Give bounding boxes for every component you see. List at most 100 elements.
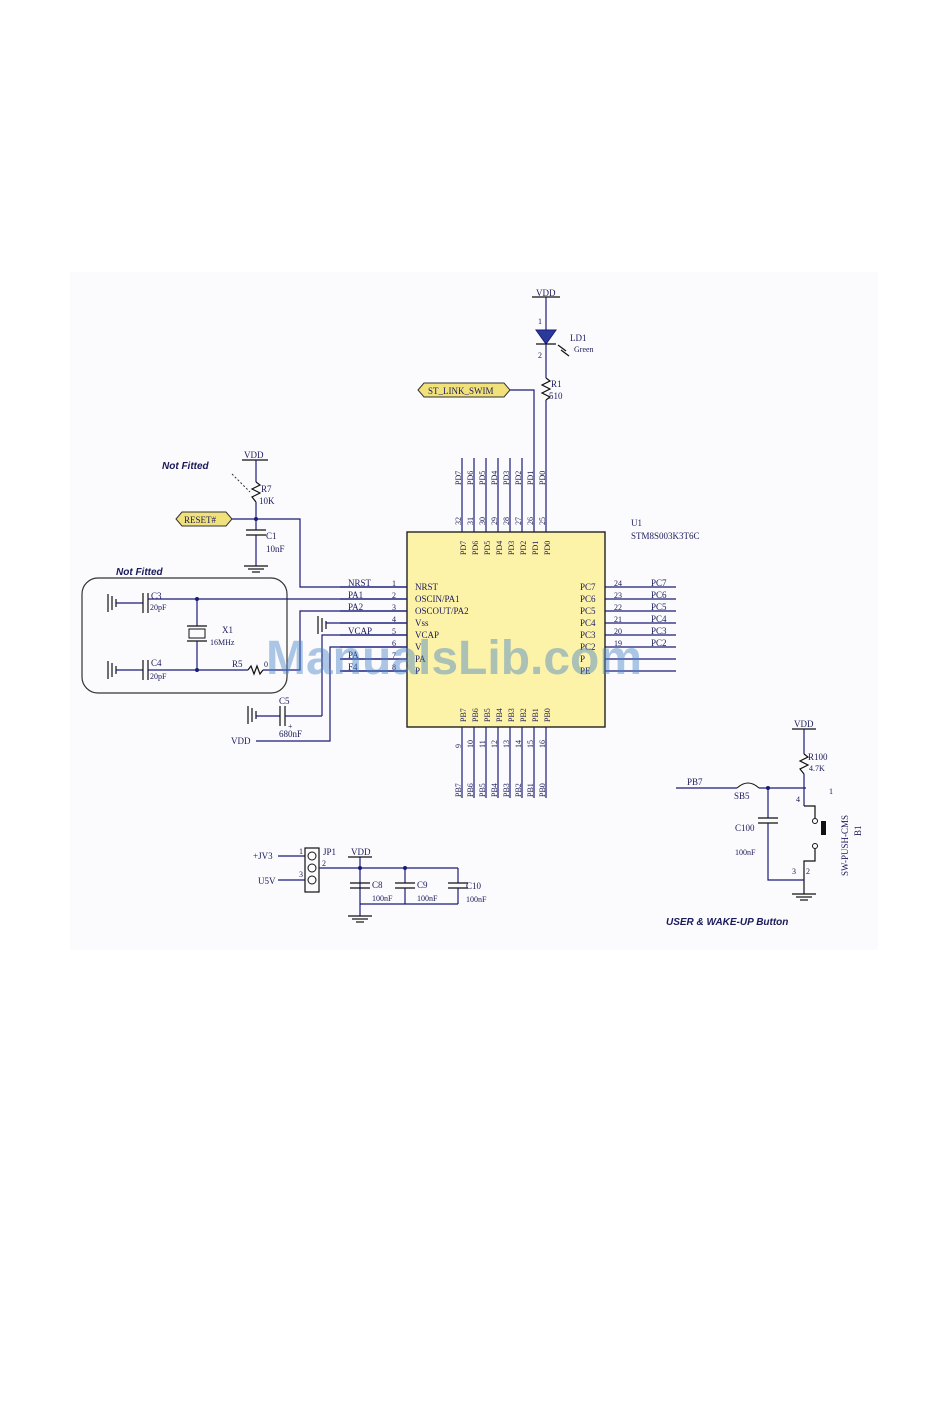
c9-value: 100nF — [417, 894, 438, 903]
right-pin-label: PC2 — [580, 642, 596, 652]
top-pin-label: PD4 — [495, 541, 504, 555]
bottom-pin-net: PB6 — [466, 783, 475, 797]
r7-resistor-icon — [250, 481, 262, 503]
c1-value: 10nF — [266, 544, 285, 554]
c5-value: 680nF — [279, 729, 302, 739]
c4-ref: C4 — [151, 658, 162, 668]
ld1-value: Green — [574, 345, 594, 354]
b1-lead-bot — [803, 849, 816, 894]
right-pin-label: PC3 — [580, 630, 596, 640]
jp1-vdd-label: VDD — [351, 847, 371, 857]
top-pin-label: PD3 — [507, 541, 516, 555]
right-pin-label: PC6 — [580, 594, 596, 604]
right-pin-net: PC7 — [651, 578, 667, 588]
vdd-mcu-wire — [256, 646, 407, 742]
bottom-pin-label: PB6 — [471, 708, 480, 722]
right-pin-number: 20 — [614, 627, 622, 636]
left-pin-number: 6 — [392, 639, 396, 648]
jp1-pin2: 2 — [322, 859, 326, 868]
top-pin-net: PD1 — [526, 471, 535, 485]
top-pin-number: 31 — [466, 517, 475, 525]
left-pin-net: PA — [348, 650, 359, 660]
top-pin-label: PD1 — [531, 541, 540, 555]
b1-pin1: 1 — [829, 787, 833, 796]
led-swim-section: VDD 1 2 LD1 Green R1 510 ST_LINK_SWIM — [417, 288, 594, 458]
c5-ref: C5 — [279, 696, 290, 706]
bottom-pin-number: 11 — [478, 740, 487, 748]
bottom-pin-label: PB0 — [543, 708, 552, 722]
top-pin-group: PD732PD7PD631PD6PD530PD5PD429PD4PD328PD3… — [454, 458, 552, 555]
jp1-pin1: 1 — [299, 847, 303, 856]
user-button-section: PB7 SB5 VDD R100 4.7K 4 2 3 1 SW-PUSH-CM… — [666, 719, 863, 928]
ld1-pin2: 2 — [538, 351, 542, 360]
sb5-label: SB5 — [734, 791, 750, 801]
bottom-pin-net: PB1 — [526, 783, 535, 797]
r5-resistor-icon — [247, 664, 264, 676]
top-pin-net: PD3 — [502, 471, 511, 485]
reset-label: RESET# — [184, 515, 217, 525]
pb7-label: PB7 — [687, 777, 703, 787]
watermark: ManualsLib.com — [266, 632, 642, 685]
top-pin-label: PD7 — [459, 541, 468, 555]
c4-value: 20pF — [150, 672, 167, 681]
bottom-pin-number: 9 — [454, 744, 463, 748]
not-fitted-leader — [231, 473, 251, 493]
jp1-pad-2 — [307, 863, 317, 873]
left-pin-label: Vss — [415, 618, 429, 628]
jp1-jumper-icon — [304, 847, 320, 893]
top-pin-number: 29 — [490, 517, 499, 525]
left-pin-label: OSCOUT/PA2 — [415, 606, 469, 616]
left-pin-label: VCAP — [415, 630, 439, 640]
x1-ref: X1 — [222, 625, 233, 635]
left-pin-number: 7 — [392, 651, 396, 660]
mcu-body — [406, 531, 606, 728]
x1-crystal-icon — [188, 628, 206, 639]
c5-plus: + — [288, 722, 293, 731]
vcap-wire — [321, 634, 407, 716]
top-pin-net: PD0 — [538, 471, 547, 485]
top-pin-label: PD0 — [543, 541, 552, 555]
left-pin-net: F4 — [348, 662, 358, 672]
bottom-pin-label: PB2 — [519, 708, 528, 722]
top-pin-label: PD2 — [519, 541, 528, 555]
left-pin-net: PA1 — [348, 590, 363, 600]
b1-lead-top — [804, 805, 816, 818]
left-pin-number: 2 — [392, 591, 396, 600]
jp1-pad-1 — [307, 851, 317, 861]
swim-label: ST_LINK_SWIM — [428, 386, 494, 396]
right-pin-number: 19 — [614, 639, 622, 648]
c8-ref: C8 — [372, 880, 383, 890]
r1-resistor-icon — [540, 377, 552, 401]
left-pin-label: PA — [415, 654, 426, 664]
r100-vdd-label: VDD — [794, 719, 814, 729]
right-pin-label: PC5 — [580, 606, 596, 616]
led-diode-icon — [535, 329, 557, 345]
c100-value: 100nF — [735, 848, 756, 857]
b1-ref: B1 — [853, 825, 863, 836]
top-pin-net: PD7 — [454, 471, 463, 485]
top-pin-net: PD6 — [466, 471, 475, 485]
led-vdd-label: VDD — [536, 288, 556, 298]
c100-ref: C100 — [735, 823, 755, 833]
r1-value: 510 — [549, 391, 563, 401]
left-pin-label: P — [415, 666, 420, 676]
b1-pin2: 2 — [806, 867, 810, 876]
right-pin-number: 21 — [614, 615, 622, 624]
bottom-pin-net: PB0 — [538, 783, 547, 797]
not-fitted-box — [81, 577, 288, 694]
left-pin-net: NRST — [348, 578, 372, 588]
u1-ref: U1 — [631, 518, 642, 528]
bottom-pin-number: 16 — [538, 740, 547, 748]
jp1-pad-3 — [307, 875, 317, 885]
r100-ref: R100 — [808, 752, 828, 762]
led-emit-arrow-icon — [557, 344, 567, 352]
x1-value: 16MHz — [210, 638, 235, 647]
jp1-ref: JP1 — [323, 847, 336, 857]
bottom-pin-number: 10 — [466, 740, 475, 748]
c100-wire-bot — [767, 823, 804, 881]
bottom-pin-label: PB7 — [459, 708, 468, 722]
bottom-pin-net: PB2 — [514, 783, 523, 797]
bottom-pin-net: PB4 — [490, 783, 499, 797]
swim-wire — [510, 389, 535, 458]
